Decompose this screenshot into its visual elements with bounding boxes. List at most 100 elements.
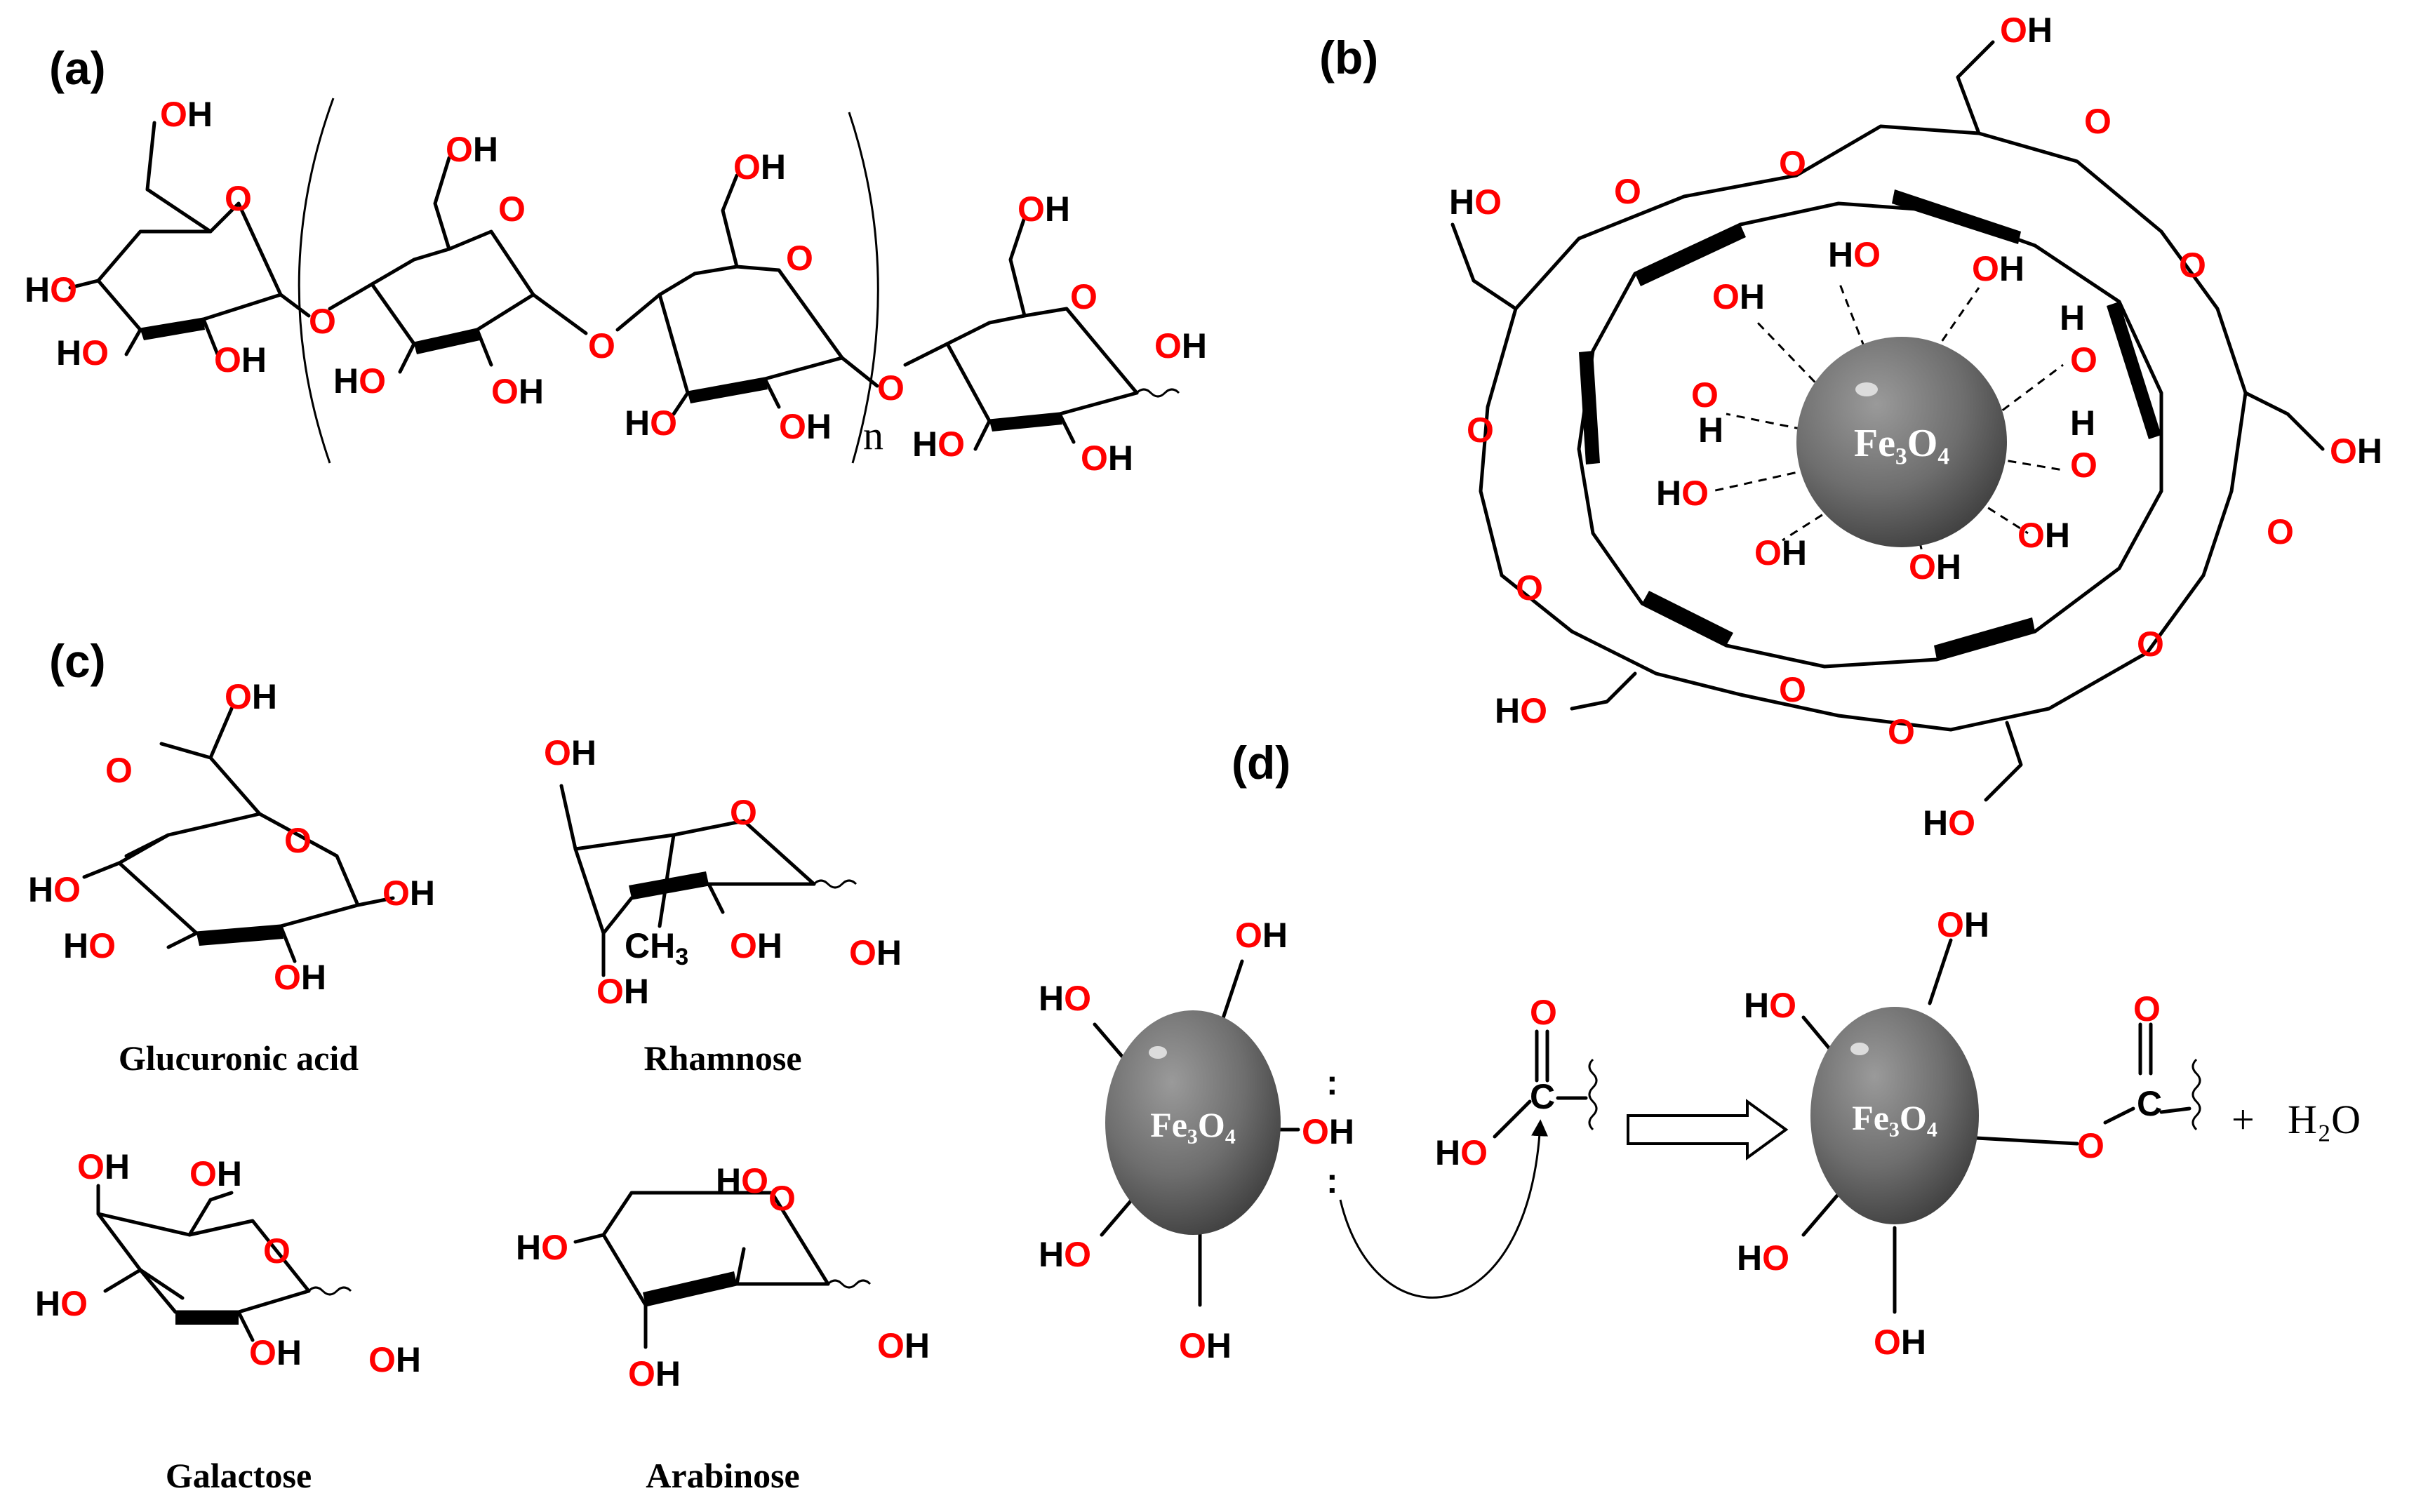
carbonyl-carbon: C [1530, 1077, 1555, 1116]
ring-oxygen: O [730, 793, 757, 832]
label-oh: OH [1712, 277, 1765, 316]
label-h: H [2060, 298, 2085, 337]
ring-oxygen: O [1516, 568, 1543, 608]
label-ho: HO [1737, 1238, 1789, 1278]
ring-oxygen: O [263, 1231, 291, 1271]
label-ho: HO [63, 926, 116, 965]
label-oh: OH [544, 733, 596, 772]
glucuronic-acid-structure [82, 707, 395, 963]
label-oh: OH [2017, 516, 2070, 555]
label-ho: HO [1449, 182, 1502, 222]
label-h: H [1698, 410, 1723, 450]
carbonyl-carbon: C [2137, 1084, 2162, 1123]
label-oh: OH [1754, 533, 1807, 573]
cyclodextrin-ring [1479, 124, 2248, 732]
label-ho: HO [912, 424, 965, 464]
label-ho: HO [1744, 986, 1796, 1025]
caption-rhamnose: Rhamnose [643, 1038, 801, 1078]
glucose-unit-3 [615, 173, 879, 416]
water-byproduct: H₂O [2288, 1097, 2361, 1142]
label-oh: OH [446, 130, 498, 169]
panel-c-monosaccharides: OH O O HO HO OH OH Glucuronic acid OH O … [28, 677, 930, 1495]
label-ho: HO [516, 1228, 568, 1267]
caption-glucuronic-acid: Glucuronic acid [119, 1038, 359, 1078]
repeat-bracket-open [298, 98, 335, 464]
label-oh: OH [849, 933, 902, 972]
label-ho: HO [25, 270, 77, 309]
label-oh: OH [249, 1333, 302, 1372]
fe3o4-hydroxylated-particle [1093, 959, 1300, 1307]
label-ho: HO [1656, 474, 1709, 513]
label-oh: OH [214, 340, 267, 380]
label-ho: HO [56, 333, 109, 373]
glycosidic-oxygen: O [1779, 144, 1806, 183]
panel-label-c: (c) [49, 635, 106, 687]
glucose-unit-2 [328, 156, 588, 374]
arabinose-structure [573, 1191, 872, 1349]
reaction-arrow [1627, 1099, 1789, 1160]
core-label: Fe₃O₄ [1854, 422, 1949, 465]
label-oh: OH [1235, 916, 1288, 955]
galactose-structure [96, 1184, 352, 1342]
label-oh: OH [1972, 249, 2024, 288]
ester-oxygen: O [2077, 1126, 2104, 1165]
label-ho: HO [1923, 803, 1975, 843]
lone-pair-dots: : [1326, 1161, 1338, 1200]
core-label: Fe₃O₄ [1852, 1098, 1937, 1137]
label-oh: OH [368, 1340, 421, 1379]
plus-sign: + [2231, 1097, 2255, 1142]
ring-oxygen: O [786, 239, 813, 278]
fe3o4-ester-product [1801, 938, 2201, 1314]
ring-oxygen: O [1070, 277, 1098, 316]
label-oh: OH [779, 407, 832, 446]
rhamnose-structure [559, 784, 858, 977]
caption-arabinose: Arabinose [646, 1456, 799, 1495]
carbonyl-oxygen: O [1530, 993, 1557, 1032]
label-oh: OH [877, 1326, 930, 1365]
caption-galactose: Galactose [166, 1456, 312, 1495]
glycosidic-oxygen: O [1779, 670, 1806, 709]
ring-oxygen: O [2267, 512, 2294, 551]
glycosidic-oxygen: O [2137, 624, 2164, 664]
panel-d-esterification: Fe₃O₄ HO OH OH : : HO OH O C HO [1039, 905, 2361, 1365]
label-oh: OH [274, 958, 326, 997]
label-oh: OH [596, 972, 649, 1011]
label-ho: HO [716, 1161, 768, 1200]
label-ch3: CH3 [625, 926, 688, 970]
label-oh: OH [189, 1154, 242, 1193]
label-oh: OH [1909, 547, 1961, 587]
label-oh: OH [225, 677, 277, 716]
label-ho: HO [1039, 979, 1091, 1018]
glycosidic-oxygen: O [588, 326, 615, 366]
label-oh: OH [77, 1147, 130, 1186]
glycosidic-oxygen: O [877, 368, 905, 408]
ring-oxygen: O [1888, 712, 1915, 751]
nucleophilic-attack-arrow [1339, 1119, 1549, 1299]
label-oh: OH [2330, 431, 2382, 471]
ring-oxygen: O [768, 1179, 796, 1218]
panel-a-polysaccharide-chain: OH O HO HO OH O OH O HO OH O [25, 95, 1207, 478]
label-ho: HO [35, 1284, 88, 1323]
glycosidic-oxygen: O [2179, 246, 2206, 285]
core-label: Fe₃O₄ [1150, 1105, 1236, 1144]
glucose-unit-1 [68, 121, 311, 356]
label-oh: OH [1018, 189, 1070, 229]
fe3o4-nanoparticle [1796, 337, 2007, 547]
repeat-bracket-close [848, 112, 879, 464]
label-oh: O [2070, 340, 2097, 380]
label-oh: O [2070, 446, 2097, 485]
panel-label-b: (b) [1319, 32, 1378, 83]
label-oh: OH [491, 372, 544, 411]
panel-label-a: (a) [49, 42, 106, 94]
carbonyl-oxygen: O [2133, 989, 2161, 1029]
label-oh: OH [1874, 1323, 1926, 1362]
label-oh: OH [1179, 1326, 1232, 1365]
label-h: H [2070, 403, 2095, 443]
panel-b-cyclodextrin-complex: O O O O O O O O O O OH HO OH HO HO HO OH… [1449, 11, 2382, 843]
label-ho: HO [1828, 235, 1881, 274]
label-oh: O [1691, 375, 1719, 415]
label-oh: OH [730, 926, 782, 965]
label-ho: HO [333, 361, 386, 401]
label-oh: OH [160, 95, 213, 134]
label-oh: OH [733, 147, 786, 187]
